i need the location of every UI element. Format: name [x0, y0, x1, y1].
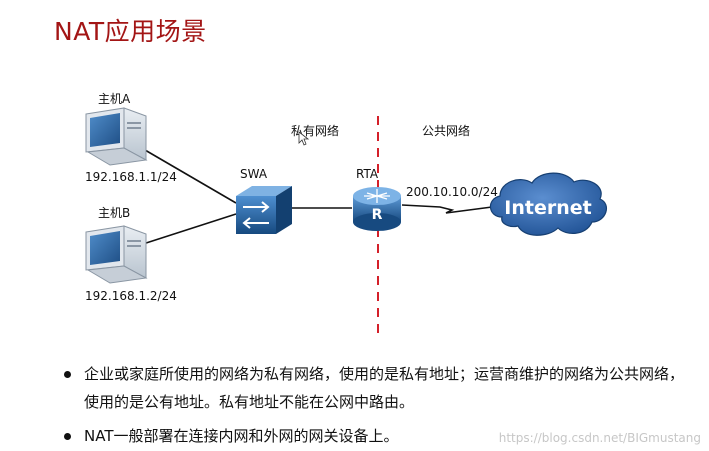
router-rta[interactable]: R [353, 187, 401, 231]
internet-cloud[interactable]: Internet [489, 172, 608, 236]
public-network-label: 公共网络 [422, 123, 470, 138]
page-title: NAT应用场景 [54, 17, 207, 46]
links [142, 149, 493, 245]
wan-ip-label: 200.10.10.0/24 [406, 185, 498, 199]
host-a-ip: 192.168.1.1/24 [85, 170, 177, 184]
bullet-text: 企业或家庭所使用的网络为私有网络，使用的是私有地址；运营商维护的网络为公共网络，… [84, 365, 685, 411]
mouse-cursor-icon [298, 131, 310, 146]
link-router-internet [401, 204, 493, 214]
bullet-item: 企业或家庭所使用的网络为私有网络，使用的是私有地址；运营商维护的网络为公共网络，… [64, 360, 684, 416]
private-network-label: 私有网络 [291, 123, 339, 138]
network-diagram: 主机A 192.168.1.1/24 主机B 192.168.1.2/24 SW… [85, 92, 608, 334]
switch-swa[interactable] [236, 186, 292, 234]
link-hostA-switch [144, 149, 237, 204]
switch-icon [236, 186, 292, 234]
host-b-label: 主机B [98, 206, 130, 220]
switch-label: SWA [240, 167, 268, 181]
router-label: RTA [356, 167, 379, 181]
computer-icon [85, 225, 148, 284]
internet-label: Internet [504, 197, 591, 219]
link-hostB-switch [142, 213, 237, 245]
host-a-label: 主机A [98, 92, 131, 106]
host-a[interactable] [85, 107, 148, 166]
cloud-icon [489, 172, 608, 236]
host-b[interactable] [85, 225, 148, 284]
bullet-item: NAT一般部署在连接内网和外网的网关设备上。 [64, 422, 684, 450]
router-glyph: R [372, 207, 383, 223]
bullet-dot [64, 371, 71, 378]
computer-icon [85, 107, 148, 166]
watermark: https://blog.csdn.net/BIGmustang [498, 431, 701, 445]
bullet-list: 企业或家庭所使用的网络为私有网络，使用的是私有地址；运营商维护的网络为公共网络，… [64, 360, 684, 450]
bullet-dot [64, 433, 71, 440]
router-icon [353, 187, 401, 231]
host-b-ip: 192.168.1.2/24 [85, 289, 177, 303]
bullet-text: NAT一般部署在连接内网和外网的网关设备上。 [84, 427, 399, 445]
